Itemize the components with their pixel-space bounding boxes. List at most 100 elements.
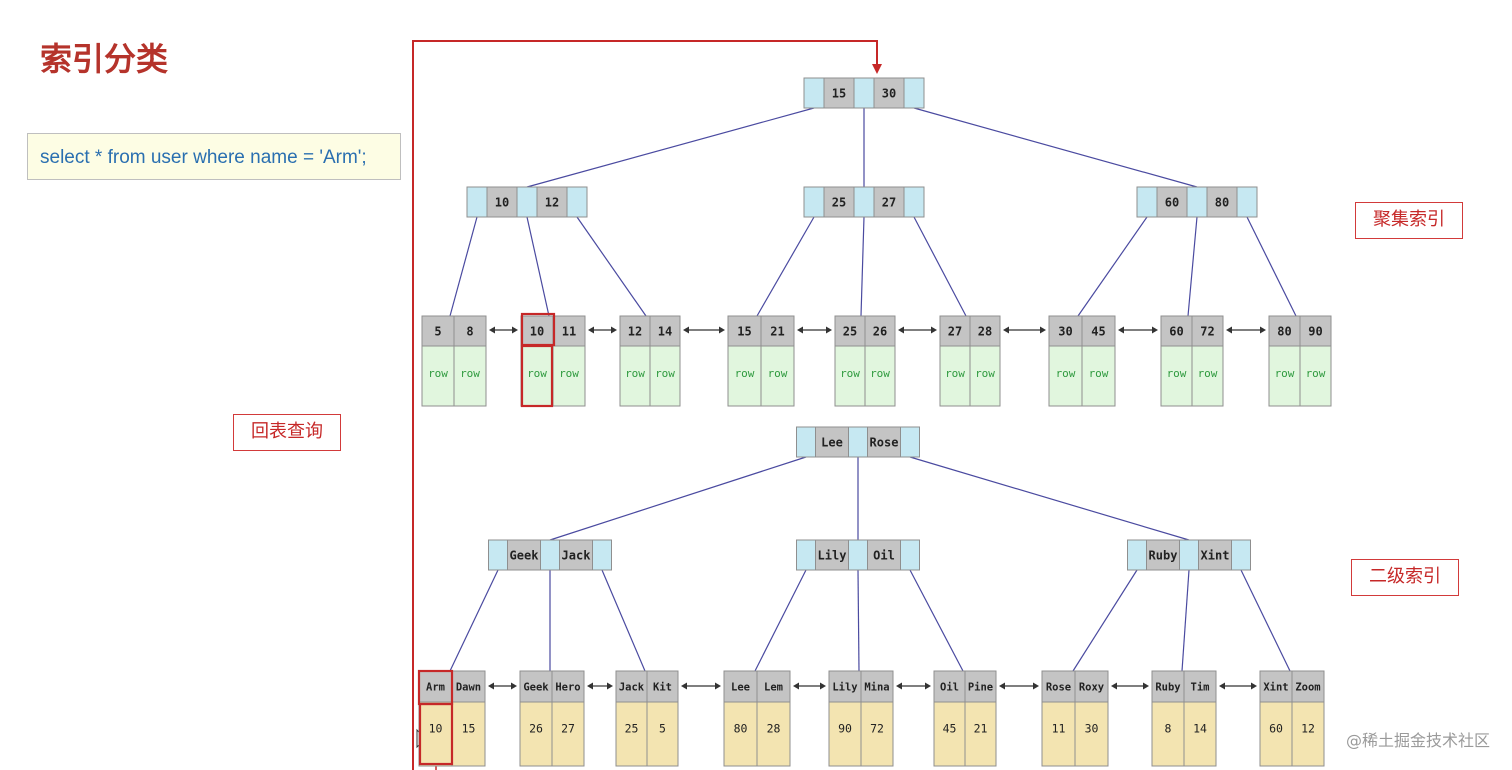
clustered-leaf-key-cell bbox=[864, 315, 896, 347]
lookup-arrow-head bbox=[872, 64, 882, 74]
secondary-leaf-value-text: 5 bbox=[659, 722, 666, 736]
clustered-internal-key-cell bbox=[536, 186, 568, 218]
secondary-root-key-cell bbox=[815, 426, 849, 458]
secondary-internal-pointer-cell bbox=[1231, 539, 1251, 571]
clustered-leaf-key-text: 27 bbox=[948, 325, 962, 339]
secondary-internal-pointer-cell bbox=[848, 539, 868, 571]
secondary-leaf-key-text: Rose bbox=[1046, 682, 1071, 694]
leaf-link-arrow-right bbox=[611, 326, 617, 334]
clustered-leaf-row-cell bbox=[1268, 345, 1301, 407]
clustered-internal-pointer-cell bbox=[1186, 186, 1208, 218]
leaf-link-arrow-right bbox=[1251, 682, 1257, 690]
clustered-edge bbox=[1246, 216, 1297, 317]
secondary-internal-pointer-cell bbox=[592, 539, 612, 571]
leaf-link-arrow-left bbox=[1219, 682, 1225, 690]
secondary-leaf-key-text: Tim bbox=[1191, 682, 1210, 694]
secondary-leaf-value-text: 45 bbox=[943, 722, 957, 736]
secondary-leaf-value-text: 26 bbox=[529, 722, 543, 736]
clustered-root-key-cell bbox=[873, 77, 905, 109]
secondary-edge bbox=[601, 569, 646, 672]
clustered-leaf-key-text: 15 bbox=[737, 325, 751, 339]
secondary-internal-key-cell bbox=[1146, 539, 1180, 571]
clustered-leaf-key-cell bbox=[1081, 315, 1116, 347]
clustered-internal-key-text: 80 bbox=[1215, 196, 1229, 210]
leaf-link-arrow-right bbox=[1040, 326, 1046, 334]
sql-query-box: select * from user where name = 'Arm'; bbox=[27, 133, 401, 180]
clustered-root-pointer-cell bbox=[803, 77, 825, 109]
clustered-internal-pointer-cell bbox=[516, 186, 538, 218]
clustered-internal-key-cell bbox=[823, 186, 855, 218]
secondary-leaf-value-cell bbox=[418, 701, 453, 767]
secondary-leaf-value-text: 21 bbox=[974, 722, 988, 736]
leaf-link-arrow-left bbox=[1118, 326, 1124, 334]
secondary-internal-key-text: Geek bbox=[510, 549, 540, 563]
clustered-internal-key-text: 27 bbox=[882, 196, 896, 210]
secondary-root-pointer-cell bbox=[796, 426, 816, 458]
clustered-leaf-row-text: row bbox=[625, 367, 645, 380]
clustered-leaf-row-text: row bbox=[1056, 367, 1076, 380]
clustered-leaf-key-text: 10 bbox=[530, 325, 544, 339]
leaf-link-arrow-left bbox=[488, 682, 494, 690]
clustered-internal-node: 60 80 bbox=[1136, 186, 1258, 218]
secondary-leaf-value-cell bbox=[646, 701, 679, 767]
leaf-link-arrow-left bbox=[489, 326, 495, 334]
secondary-root-pointer-cell bbox=[848, 426, 868, 458]
clustered-leaf-key-cell bbox=[453, 315, 487, 347]
secondary-edge bbox=[754, 569, 807, 672]
clustered-edge bbox=[860, 216, 865, 317]
leaf-link-arrow-right bbox=[1260, 326, 1266, 334]
clustered-leaf-key-text: 90 bbox=[1308, 325, 1322, 339]
clustered-edge bbox=[1077, 216, 1148, 317]
leaf-link-arrow-left bbox=[683, 326, 689, 334]
clustered-internal-key-cell bbox=[1156, 186, 1188, 218]
secondary-leaf-value-text: 27 bbox=[561, 722, 575, 736]
leaf-link-arrow-right bbox=[931, 326, 937, 334]
secondary-leaf-key-text: Kit bbox=[653, 682, 672, 694]
clustered-internal-pointer-cell bbox=[466, 186, 488, 218]
secondary-root-key-text: Rose bbox=[870, 436, 899, 450]
clustered-leaf-key-text: 12 bbox=[628, 325, 642, 339]
secondary-leaf-key-text: Roxy bbox=[1079, 682, 1105, 694]
leaf-link-arrow-left bbox=[588, 326, 594, 334]
clustered-leaf-key-cell bbox=[649, 315, 681, 347]
secondary-edge bbox=[1072, 569, 1138, 672]
secondary-root-key-text: Lee bbox=[821, 436, 843, 450]
secondary-leaf-key-text: Pine bbox=[968, 682, 993, 694]
clustered-leaf-row-cell bbox=[760, 345, 795, 407]
clustered-internal-pointer-cell bbox=[566, 186, 588, 218]
clustered-edge bbox=[449, 216, 478, 317]
secondary-leaf-value-text: 72 bbox=[870, 722, 884, 736]
secondary-leaf-key-cell bbox=[860, 670, 894, 703]
clustered-internal-pointer-cell bbox=[1136, 186, 1158, 218]
secondary-leaf-value-text: 11 bbox=[1052, 722, 1066, 736]
clustered-leaf-key-cell bbox=[939, 315, 971, 347]
clustered-root-key-text: 30 bbox=[882, 87, 896, 101]
secondary-leaf-key-text: Lee bbox=[731, 682, 750, 694]
clustered-leaf-row-cell bbox=[969, 345, 1001, 407]
clustered-leaf-key-text: 28 bbox=[978, 325, 992, 339]
secondary-internal-key-cell bbox=[1198, 539, 1232, 571]
clustered-internal-key-text: 60 bbox=[1165, 196, 1179, 210]
secondary-leaf-value-cell bbox=[1183, 701, 1217, 767]
leaf-link-arrow-right bbox=[719, 326, 725, 334]
clustered-leaf-key-cell bbox=[1299, 315, 1332, 347]
secondary-leaf-value-text: 30 bbox=[1085, 722, 1099, 736]
clustered-edge bbox=[1187, 216, 1198, 317]
clustered-leaf-row-cell bbox=[649, 345, 681, 407]
secondary-edge bbox=[857, 569, 860, 672]
secondary-internal-pointer-cell bbox=[1127, 539, 1147, 571]
clustered-leaf-row-cell bbox=[1299, 345, 1332, 407]
secondary-leaf-value-cell bbox=[933, 701, 966, 767]
